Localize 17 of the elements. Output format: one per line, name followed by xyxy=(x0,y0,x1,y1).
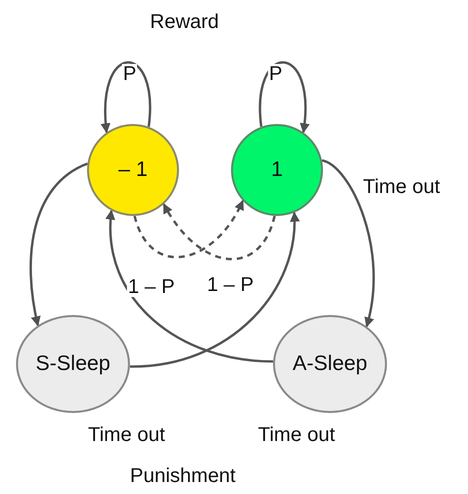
dashed-arrow xyxy=(133,200,244,258)
arrow xyxy=(30,162,88,326)
state-label: S-Sleep xyxy=(36,352,110,376)
transition-note: Time out xyxy=(88,425,166,445)
outcome-label: Reward xyxy=(150,12,219,32)
arrow xyxy=(322,159,375,328)
transition-note: Time out xyxy=(258,425,336,445)
state-label: A-Sleep xyxy=(292,352,368,376)
arrow xyxy=(106,210,274,363)
state-label: 1 xyxy=(271,158,283,182)
dashed-arrow xyxy=(162,203,276,260)
edge-label: 1 – P xyxy=(127,277,176,297)
arrow xyxy=(101,61,152,134)
arrow xyxy=(258,61,310,134)
state-label: – 1 xyxy=(118,158,148,182)
outcome-label: Punishment xyxy=(130,466,236,486)
arrow xyxy=(130,212,300,368)
